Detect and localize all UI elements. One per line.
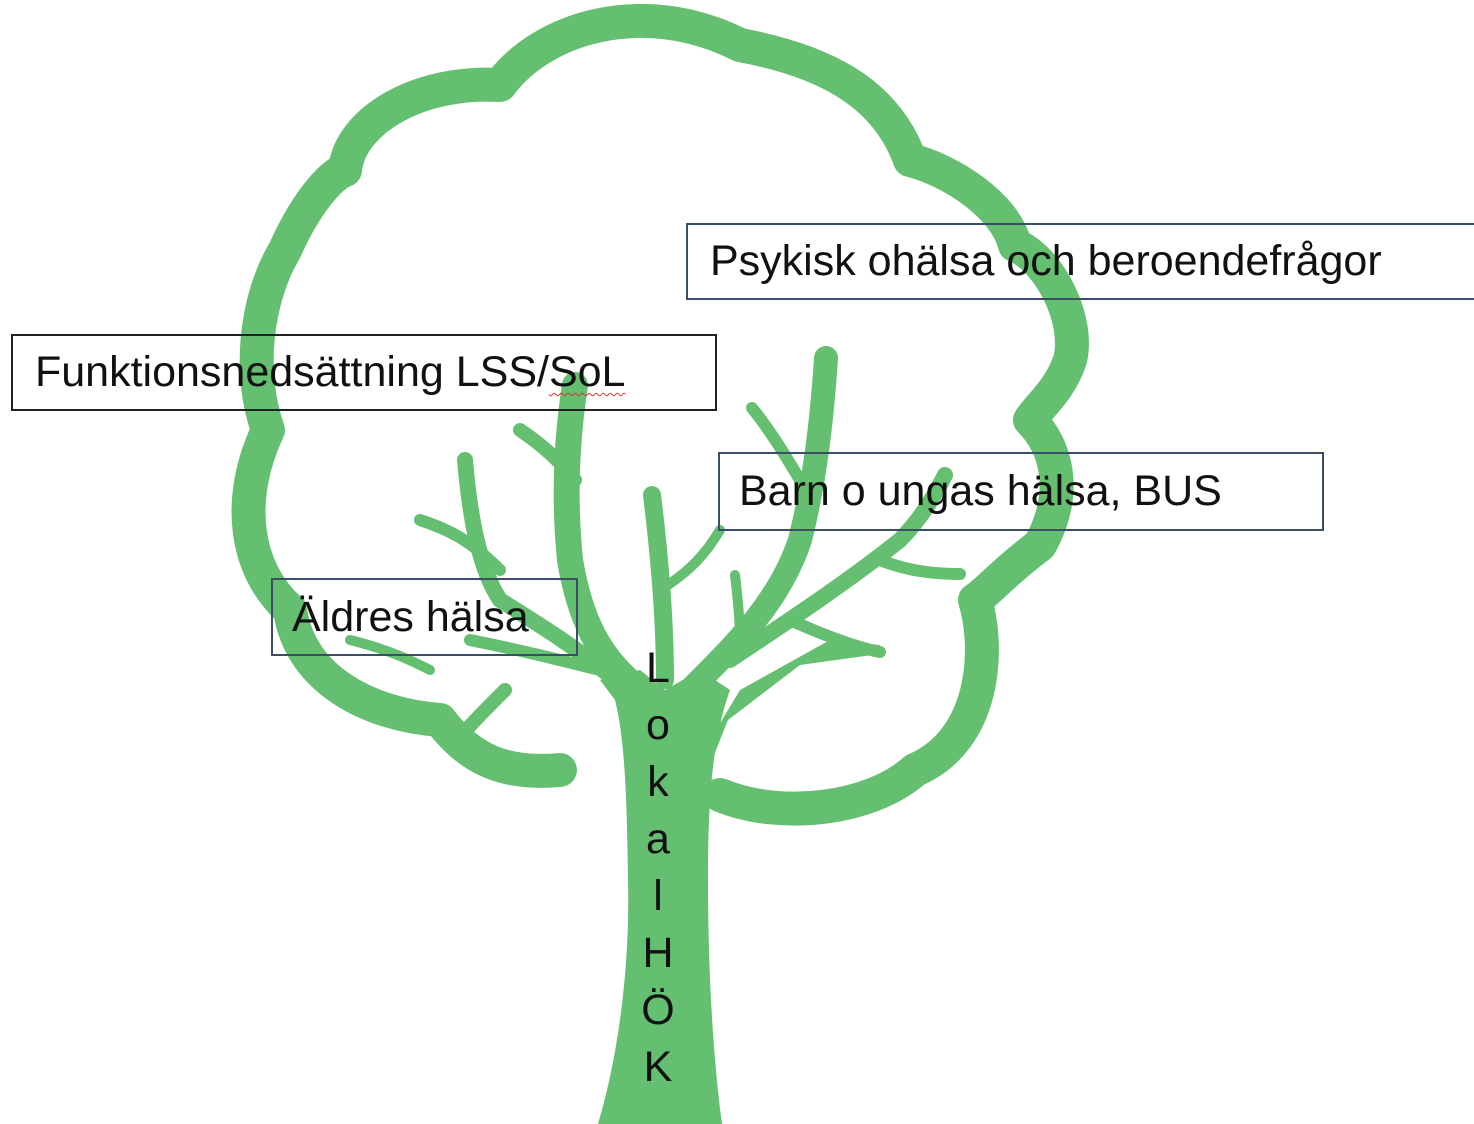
label-funktion-sol: SoL	[548, 348, 626, 396]
label-funktionsnedsattning: Funktionsnedsättning LSS/SoL	[11, 334, 717, 411]
trunk-letter: o	[646, 701, 670, 749]
label-aldres-halsa: Äldres hälsa	[271, 578, 578, 656]
tree-branches	[345, 346, 966, 735]
tree-crown-outline	[231, 3, 1089, 826]
trunk-letter: l	[653, 872, 663, 920]
label-barn-ungas-halsa: Barn o ungas hälsa, BUS	[718, 452, 1324, 531]
label-psykisk-text: Psykisk ohälsa och beroendefrågor	[710, 237, 1382, 285]
trunk-vertical-label: L o k a l H Ö K	[628, 640, 688, 1100]
trunk-letter: k	[647, 758, 669, 806]
trunk-letter: H	[642, 929, 674, 977]
label-funktion-text: Funktionsnedsättning LSS/	[35, 348, 549, 396]
label-barn-text: Barn o ungas hälsa, BUS	[739, 467, 1222, 515]
trunk-letter: a	[646, 815, 670, 863]
trunk-letter: K	[643, 1043, 673, 1091]
label-psykisk-ohalsa: Psykisk ohälsa och beroendefrågor	[686, 223, 1474, 300]
trunk-letter: Ö	[641, 986, 675, 1034]
trunk-letter: L	[646, 644, 670, 692]
label-aldres-text: Äldres hälsa	[292, 592, 529, 641]
tree-trunk-body	[598, 670, 730, 1124]
